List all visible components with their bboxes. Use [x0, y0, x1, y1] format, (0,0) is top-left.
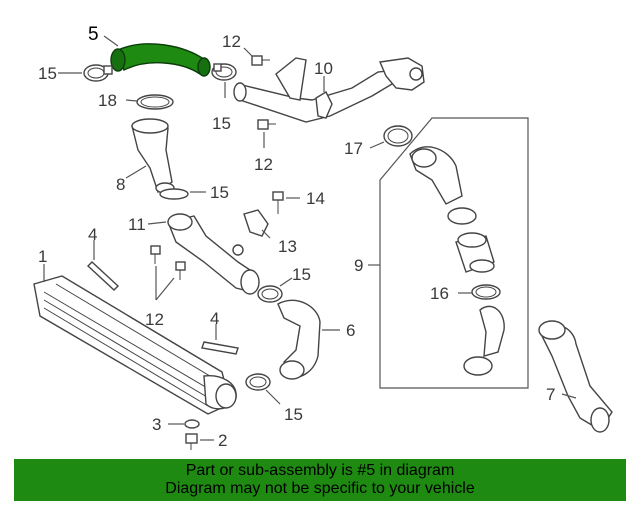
part-7-pipe[interactable]: [538, 320, 613, 433]
part-10-pipe[interactable]: [233, 57, 425, 123]
part-3-washer[interactable]: [184, 419, 200, 429]
leader-15-d: [279, 277, 293, 287]
callout-5[interactable]: 5: [88, 24, 99, 45]
callout-6[interactable]: 6: [346, 321, 355, 340]
part-13-bracket[interactable]: [243, 209, 269, 237]
part-9-assembly[interactable]: [379, 117, 529, 389]
part-15-clamp-mid[interactable]: [257, 285, 283, 303]
part-17-o-ring[interactable]: [383, 125, 413, 147]
callout-16[interactable]: 16: [430, 284, 449, 303]
callout-2[interactable]: 2: [218, 431, 227, 450]
callout-8[interactable]: 8: [116, 175, 125, 194]
callout-13[interactable]: 13: [278, 237, 297, 256]
leader-12-a: [243, 47, 253, 57]
callout-12-b[interactable]: 12: [254, 155, 273, 174]
leader-7: [561, 393, 577, 399]
callout-15-b[interactable]: 15: [210, 183, 229, 202]
banner-line-2: Diagram may not be specific to your vehi…: [165, 480, 475, 497]
leader-5: [103, 35, 119, 47]
part-12-bolt-lower-a[interactable]: [150, 245, 161, 264]
leader-12-c2: [155, 277, 175, 301]
callout-12-a[interactable]: 12: [222, 32, 241, 51]
callout-14[interactable]: 14: [306, 189, 325, 208]
callout-15-a[interactable]: 15: [38, 64, 57, 83]
part-15-clamp-top-left[interactable]: [83, 64, 113, 82]
part-16-clamp[interactable]: [471, 284, 501, 300]
part-18-o-ring[interactable]: [136, 94, 174, 110]
leader-8: [125, 165, 147, 179]
part-15-clamp-bottom[interactable]: [245, 373, 271, 391]
callout-9[interactable]: 9: [354, 256, 363, 275]
part-1-intercooler[interactable]: [33, 275, 237, 415]
part-8-pipe[interactable]: [131, 118, 175, 194]
callout-3[interactable]: 3: [152, 415, 161, 434]
part-12-bolt-lower-b[interactable]: [175, 261, 186, 280]
leader-15-e: [265, 389, 281, 405]
callout-4-a[interactable]: 4: [88, 225, 97, 244]
callout-17[interactable]: 17: [344, 139, 363, 158]
part-15-clamp-top-mid[interactable]: [211, 63, 237, 81]
part-12-bolt-mid[interactable]: [257, 119, 276, 130]
part-2-bolt[interactable]: [185, 433, 198, 450]
part-11-pipe[interactable]: [167, 213, 260, 295]
part-14-bolt[interactable]: [272, 191, 284, 214]
callout-11[interactable]: 11: [128, 215, 146, 234]
leader-11: [147, 221, 167, 225]
part-4-hose-upper[interactable]: [86, 261, 120, 291]
leader-13: [261, 229, 271, 239]
callout-18[interactable]: 18: [98, 91, 117, 110]
callout-4-b[interactable]: 4: [210, 309, 219, 328]
callout-15-d[interactable]: 15: [292, 265, 311, 284]
part-5-hose[interactable]: [110, 43, 211, 77]
callout-15-e[interactable]: 15: [284, 405, 303, 424]
callout-1[interactable]: 1: [38, 247, 47, 266]
part-4-hose-lower[interactable]: [201, 341, 239, 355]
callout-15-c[interactable]: 15: [212, 114, 231, 133]
part-6-hose[interactable]: [277, 299, 321, 380]
part-15-o-ring-mid[interactable]: [159, 188, 189, 200]
callout-12-c[interactable]: 12: [145, 310, 164, 329]
banner-line-1: Part or sub-assembly is #5 in diagram: [185, 462, 455, 479]
callout-7[interactable]: 7: [546, 385, 555, 404]
leader-17: [369, 141, 385, 149]
part-12-bolt-top[interactable]: [251, 55, 270, 66]
callout-10[interactable]: 10: [314, 59, 333, 78]
notice-banner: Part or sub-assembly is #5 in diagram Di…: [14, 459, 626, 501]
leader-18: [125, 99, 138, 102]
